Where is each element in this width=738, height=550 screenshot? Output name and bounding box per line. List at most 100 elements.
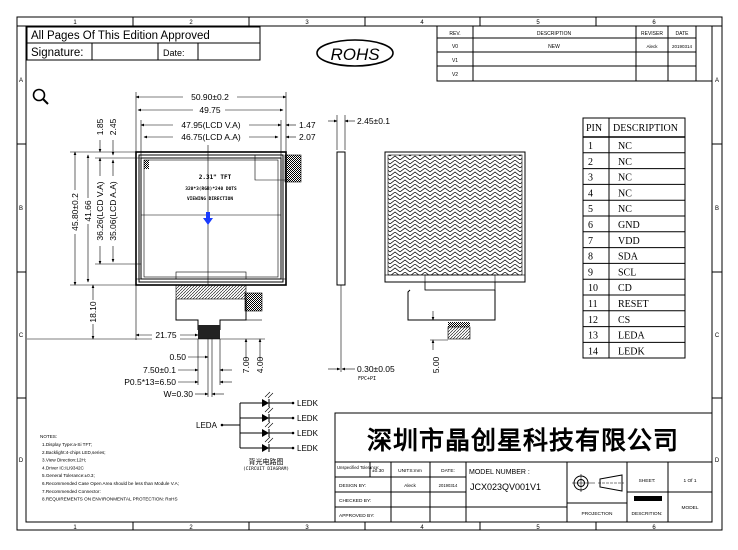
dim-fpc-width: 7.50±0.1 (143, 365, 176, 375)
pin-row: 6 GND (588, 220, 640, 231)
column-label: 2 (189, 20, 193, 26)
dim-width-glass: 49.75 (199, 105, 221, 115)
led-diode: LEDK (240, 406, 319, 423)
pin-description: NC (618, 141, 632, 152)
back-view: 5.00 (384, 151, 526, 373)
column-label: 3 (305, 20, 309, 26)
front-view: 2.31" TFT 320*3(RGB)*240 DOTS VIEWING DI… (27, 145, 302, 340)
company-name: 深圳市晶创星科技有限公司 (367, 426, 679, 455)
note-item: 3.View Direction:12H; (42, 458, 86, 463)
row-label: C (715, 333, 720, 339)
diode-icon (262, 429, 269, 437)
pin-number: 6 (588, 220, 593, 231)
row-label: B (19, 206, 23, 212)
row-label: D (19, 458, 24, 464)
date-label: Date: (163, 48, 185, 58)
search-icon[interactable] (32, 88, 49, 105)
pin-number: 7 (588, 236, 593, 247)
pin-number: 11 (588, 299, 598, 310)
led-cathode-label: LEDK (297, 444, 319, 453)
approval-title: All Pages Of This Edition Approved (31, 30, 210, 42)
description-header: DESCRIPTION (613, 123, 678, 134)
dim-fpc-length: 18.10 (88, 301, 98, 323)
description-label: DESCRITION: (632, 511, 663, 517)
rev-cell: V0 (452, 44, 458, 50)
pin-number: 3 (588, 173, 593, 184)
pin-number: 13 (588, 331, 598, 342)
units-label: UNITS:mm (398, 468, 422, 474)
rohs-mark: ROHS (316, 39, 394, 67)
note-item: 8.REQUIREMENTS ON ENVIRONMENTAL PROTECTI… (42, 497, 178, 502)
note-item: 6.Recommended Case Open Area should be l… (42, 481, 179, 486)
note-item: 7.Recommended Connector: (42, 489, 101, 494)
title-block: Unspecified Tolerance: ±0.30 UNITS:mm DA… (334, 461, 713, 523)
rev-cell: V2 (452, 72, 458, 78)
column-label: 4 (420, 20, 424, 26)
front-view-dimensions: 50.90±0.2 49.75 47.95(LCD V.A) 46.75(LCD… (70, 91, 316, 399)
dim-offset-top-va: 1.85 (95, 118, 105, 135)
note-item: 2.Backlight:4-chips LED,series; (42, 450, 106, 455)
rev-header: REV. (449, 31, 460, 37)
diode-icon (262, 444, 269, 452)
dim-offset-right-va: 1.47 (299, 120, 316, 130)
dim-pin-pitch: 0.50 (169, 352, 186, 362)
pin-number: 8 (588, 252, 593, 263)
pin-description: LEDK (618, 346, 645, 357)
rev-header: DESCRIPTION (537, 31, 572, 37)
dim-module-thickness: 2.45±0.1 (357, 116, 390, 126)
pin-description: NC (618, 204, 632, 215)
column-label: 6 (652, 525, 656, 531)
led-cathode-label: LEDK (297, 429, 319, 438)
pin-number: 4 (588, 188, 593, 199)
rev-cell: 20190314 (672, 44, 693, 49)
tolerance-value: ±0.30 (372, 468, 384, 474)
row-label: A (715, 78, 719, 84)
led-cathode-label: LEDK (297, 399, 319, 408)
row-label: D (715, 458, 720, 464)
dim-width-va: 47.95(LCD V.A) (181, 120, 240, 130)
pin-description: NC (618, 188, 632, 199)
pin-number: 5 (588, 204, 593, 215)
dim-height-overall: 45.80±0.2 (70, 193, 80, 231)
diode-icon (262, 414, 269, 422)
dim-tail-7: 7.00 (241, 356, 251, 373)
led-anode-label: LEDA (196, 421, 218, 430)
row-label: B (715, 206, 719, 212)
dim-fpc-offset: 21.75 (155, 330, 177, 340)
pin-number: 2 (588, 157, 593, 168)
date-header: DATE: (441, 468, 455, 474)
dim-width-aa: 46.75(LCD A.A) (181, 132, 241, 142)
sheet-value: 1 Of 1 (683, 478, 696, 484)
pin-description: SCL (618, 267, 636, 278)
pin-description: GND (618, 220, 640, 231)
design-date: 20190314 (439, 483, 458, 488)
rev-cell: Aleck (646, 44, 658, 49)
column-label: 4 (420, 525, 424, 531)
notes-title: NOTES: (40, 434, 57, 439)
column-label: 5 (536, 20, 540, 26)
model-number-label: MODEL NUMBER : (469, 469, 530, 476)
dim-back-tail: 5.00 (431, 356, 441, 373)
row-label: A (19, 78, 23, 84)
design-by-label: DESIGN BY: (339, 483, 366, 489)
pin-row: 4 NC (588, 188, 632, 199)
company-banner: 深圳市晶创星科技有限公司 (334, 412, 713, 463)
pin-number: 1 (588, 141, 593, 152)
pin-row: 5 NC (588, 204, 632, 215)
tolerance-label: Unspecified Tolerance: (337, 465, 379, 470)
pin-description: CS (618, 315, 630, 326)
pin-description: CD (618, 283, 632, 294)
dim-height-aa: 35.06(LCD A.A) (108, 181, 118, 241)
model-number: JCX023QV001V1 (470, 482, 541, 492)
pin-number: 12 (588, 315, 598, 326)
pin-number: 14 (588, 346, 598, 357)
column-label: 6 (652, 20, 656, 26)
dim-height-va: 36.26(LCD V.A) (95, 181, 105, 240)
